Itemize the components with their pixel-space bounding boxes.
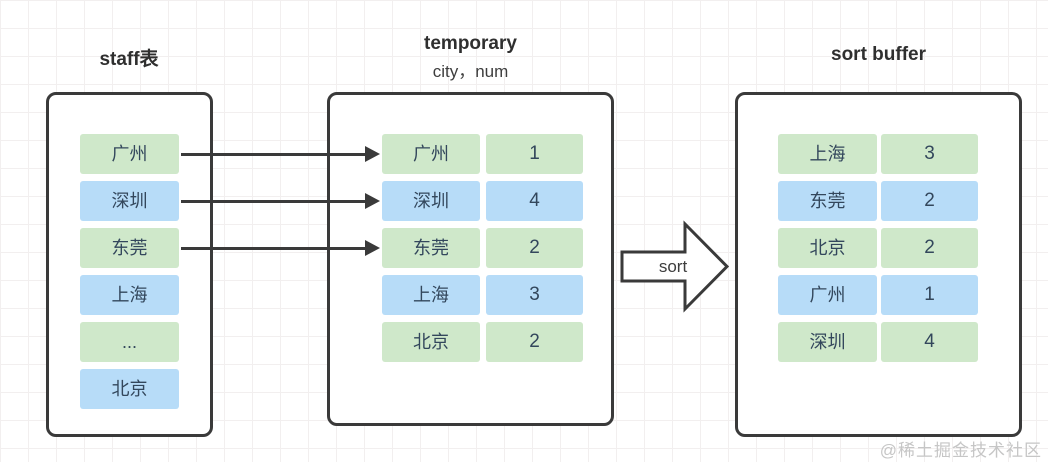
staff-cell-beijing: 北京	[80, 369, 179, 409]
staff-panel-title: staff表	[99, 49, 159, 70]
staff-cell-ellipsis: ...	[80, 322, 179, 362]
temporary-city-cell: 上海	[382, 275, 480, 315]
sortbuffer-num-cell: 4	[881, 322, 978, 362]
sortbuffer-city-cell: 东莞	[778, 181, 877, 221]
arrow-shaft	[181, 199, 367, 203]
watermark: @稀土掘金技术社区	[879, 441, 1042, 460]
sortbuffer-num-cell: 3	[881, 134, 978, 174]
temporary-num-cell: 3	[486, 275, 583, 315]
arrow-head-icon	[365, 146, 380, 162]
sortbuffer-num-cell: 2	[881, 228, 978, 268]
temporary-num-cell: 1	[486, 134, 583, 174]
sort-arrow-label: sort	[659, 257, 688, 276]
temporary-num-cell: 2	[486, 322, 583, 362]
mapping-arrow-1	[181, 146, 381, 162]
staff-cell-dongguan: 东莞	[80, 228, 179, 268]
arrow-head-icon	[365, 193, 380, 209]
arrow-shaft	[181, 152, 367, 156]
sortbuffer-num-cell: 2	[881, 181, 978, 221]
mapping-arrow-3	[181, 240, 381, 256]
sortbuffer-city-cell: 北京	[778, 228, 877, 268]
sortbuffer-city-cell: 上海	[778, 134, 877, 174]
sortbuffer-city-cell: 广州	[778, 275, 877, 315]
arrow-head-icon	[365, 240, 380, 256]
staff-cell-guangzhou: 广州	[80, 134, 179, 174]
staff-cell-shenzhen: 深圳	[80, 181, 179, 221]
arrow-shaft	[181, 246, 367, 250]
sortbuffer-city-cell: 深圳	[778, 322, 877, 362]
temporary-panel-title: temporary	[424, 33, 517, 54]
temporary-num-cell: 4	[486, 181, 583, 221]
temporary-city-cell: 北京	[382, 322, 480, 362]
mapping-arrow-2	[181, 193, 381, 209]
temporary-city-cell: 广州	[382, 134, 480, 174]
sortbuffer-num-cell: 1	[881, 275, 978, 315]
staff-cell-shanghai: 上海	[80, 275, 179, 315]
temporary-city-cell: 深圳	[382, 181, 480, 221]
temporary-num-cell: 2	[486, 228, 583, 268]
temporary-city-cell: 东莞	[382, 228, 480, 268]
sort-arrow-icon: sort	[620, 220, 730, 313]
sort-buffer-panel-title: sort buffer	[831, 44, 926, 65]
temporary-panel-subtitle: city，num	[432, 62, 509, 81]
